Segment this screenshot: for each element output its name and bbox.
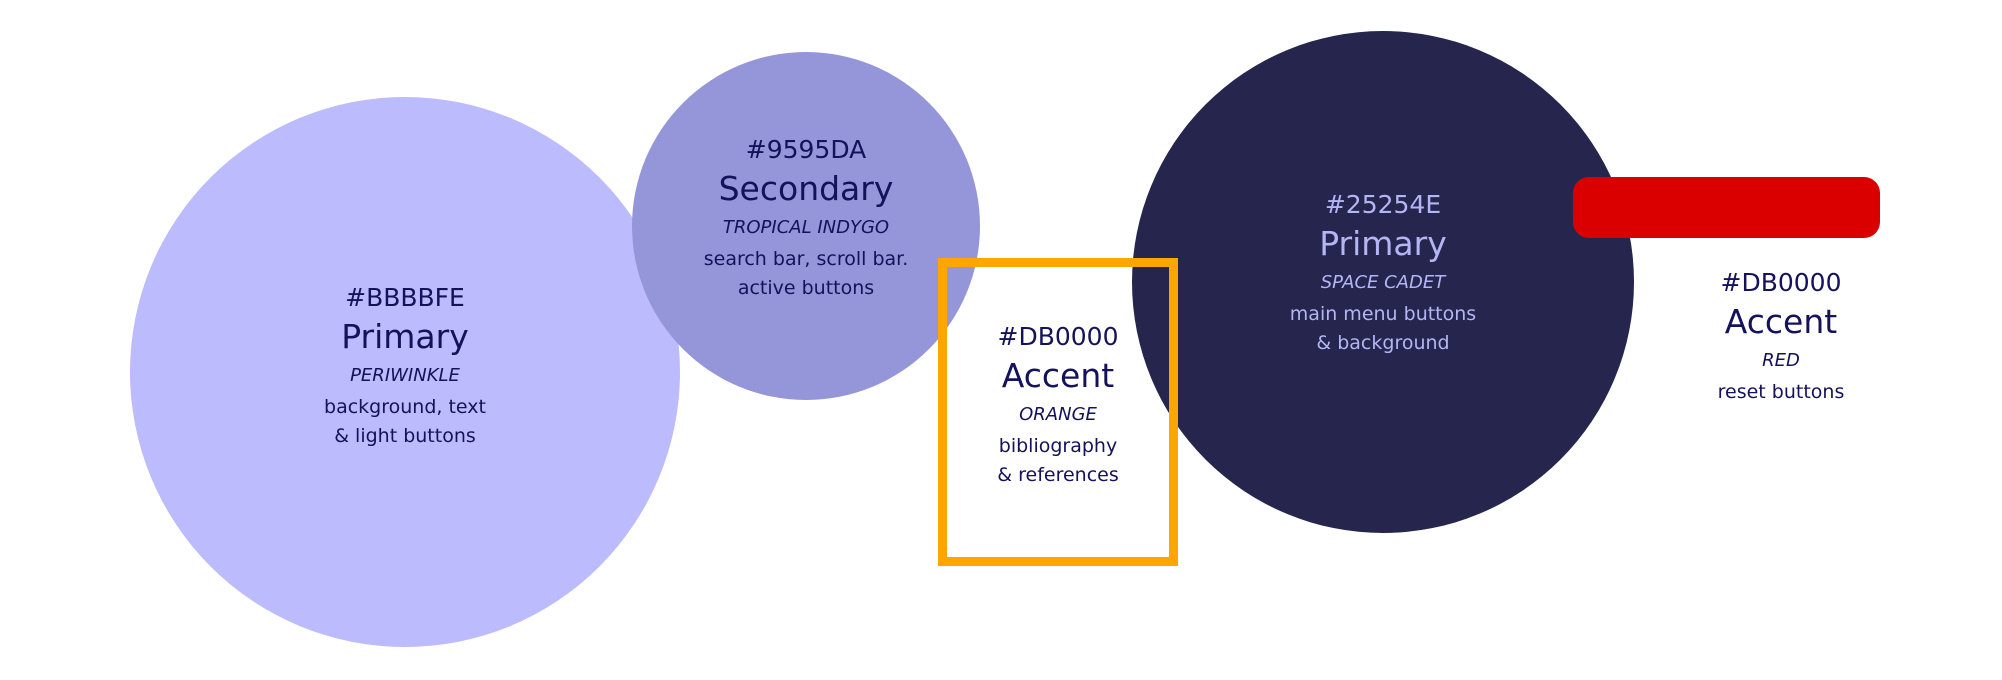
red-accent-swatch-label: #DB0000 Accent RED reset buttons xyxy=(1623,268,1939,407)
space-cadet-swatch-label: #25254E Primary SPACE CADET main menu bu… xyxy=(1233,190,1533,358)
tropical-indygo-swatch-label: #9595DA Secondary TROPICAL INDYGO search… xyxy=(656,135,956,303)
swatch-color-name: PERIWINKLE xyxy=(350,365,460,386)
swatch-color-name: SPACE CADET xyxy=(1320,272,1446,293)
swatch-hex: #BBBBFE xyxy=(345,283,465,312)
swatch-usage: main menu buttons & background xyxy=(1289,303,1477,354)
swatch-usage: background, text & light buttons xyxy=(324,396,486,447)
red-accent-swatch-bar xyxy=(1573,177,1880,238)
swatch-color-name: RED xyxy=(1762,350,1800,371)
swatch-hex: #9595DA xyxy=(745,135,867,164)
swatch-usage: reset buttons xyxy=(1717,381,1845,403)
swatch-hex: #25254E xyxy=(1324,190,1442,219)
swatch-role: Secondary xyxy=(718,169,894,208)
swatch-role: Primary xyxy=(1319,224,1447,263)
swatch-hex: #DB0000 xyxy=(997,322,1119,351)
swatch-hex: #DB0000 xyxy=(1720,268,1842,297)
swatch-role: Accent xyxy=(1001,356,1115,395)
orange-accent-swatch-label: #DB0000 Accent ORANGE bibliography & ref… xyxy=(938,322,1178,490)
orange-accent-swatch-frame xyxy=(938,258,1178,566)
swatch-color-name: ORANGE xyxy=(1019,404,1097,425)
swatch-role: Accent xyxy=(1724,302,1838,341)
swatch-role: Primary xyxy=(341,317,469,356)
swatch-usage: bibliography & references xyxy=(997,435,1119,486)
space-cadet-swatch-circle xyxy=(1132,31,1634,533)
periwinkle-swatch-label: #BBBBFE Primary PERIWINKLE background, t… xyxy=(230,283,580,451)
tropical-indygo-swatch-circle xyxy=(632,52,980,400)
swatch-color-name: TROPICAL INDYGO xyxy=(722,217,890,238)
swatch-usage: search bar, scroll bar. active buttons xyxy=(703,248,909,299)
periwinkle-swatch-circle xyxy=(130,97,680,647)
